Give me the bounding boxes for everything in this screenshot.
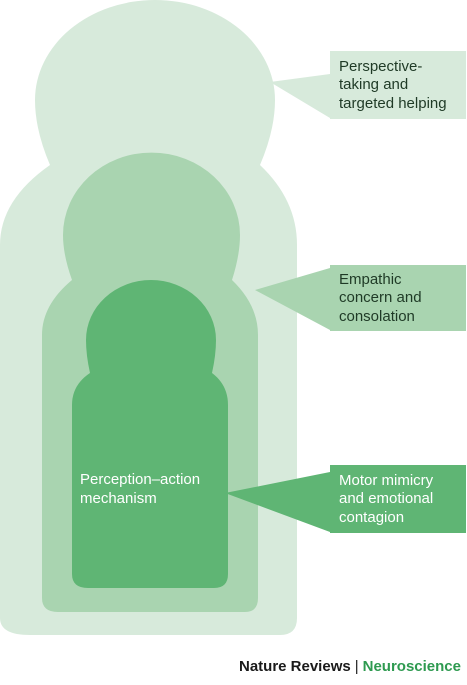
outer-label-text: Perspective- taking and targeted helping <box>339 58 447 112</box>
inner-label-box <box>330 465 466 533</box>
outer-label-pointer <box>270 74 330 118</box>
journal-section: Neuroscience <box>362 658 461 675</box>
middle-label-box <box>330 265 466 331</box>
core-label-text: Perception–action mechanism <box>80 471 204 507</box>
inner-label-line-3: contagion <box>339 509 404 526</box>
middle-label-line-3: consolation <box>339 308 415 325</box>
core-label-line-1: Perception–action <box>80 471 200 488</box>
inner-label-line-2: and emotional <box>339 490 433 507</box>
credit-text: Nature Reviews|Neuroscience <box>239 658 461 675</box>
middle-label-line-2: concern and <box>339 289 422 306</box>
inner-label-pointer <box>225 472 330 532</box>
figure-credit: Nature Reviews|Neuroscience <box>0 658 467 680</box>
inner-layer-shape <box>72 280 228 588</box>
credit-separator: | <box>354 658 359 675</box>
inner-label-text: Motor mimicry and emotional contagion <box>339 472 437 526</box>
middle-label-text: Empathic concern and consolation <box>339 271 426 325</box>
middle-label-pointer <box>255 268 330 330</box>
outer-label-line-1: Perspective- <box>339 58 422 75</box>
outer-label-box <box>330 51 466 119</box>
core-label-line-2: mechanism <box>80 490 157 507</box>
inner-label-line-1: Motor mimicry <box>339 472 434 489</box>
journal-name: Nature Reviews <box>238 658 351 675</box>
outer-label-line-3: targeted helping <box>339 95 447 112</box>
layer-inner: Motor mimicry and emotional contagion Pe… <box>72 280 466 588</box>
middle-label-line-1: Empathic <box>339 271 402 288</box>
outer-label-line-2: taking and <box>339 76 408 93</box>
